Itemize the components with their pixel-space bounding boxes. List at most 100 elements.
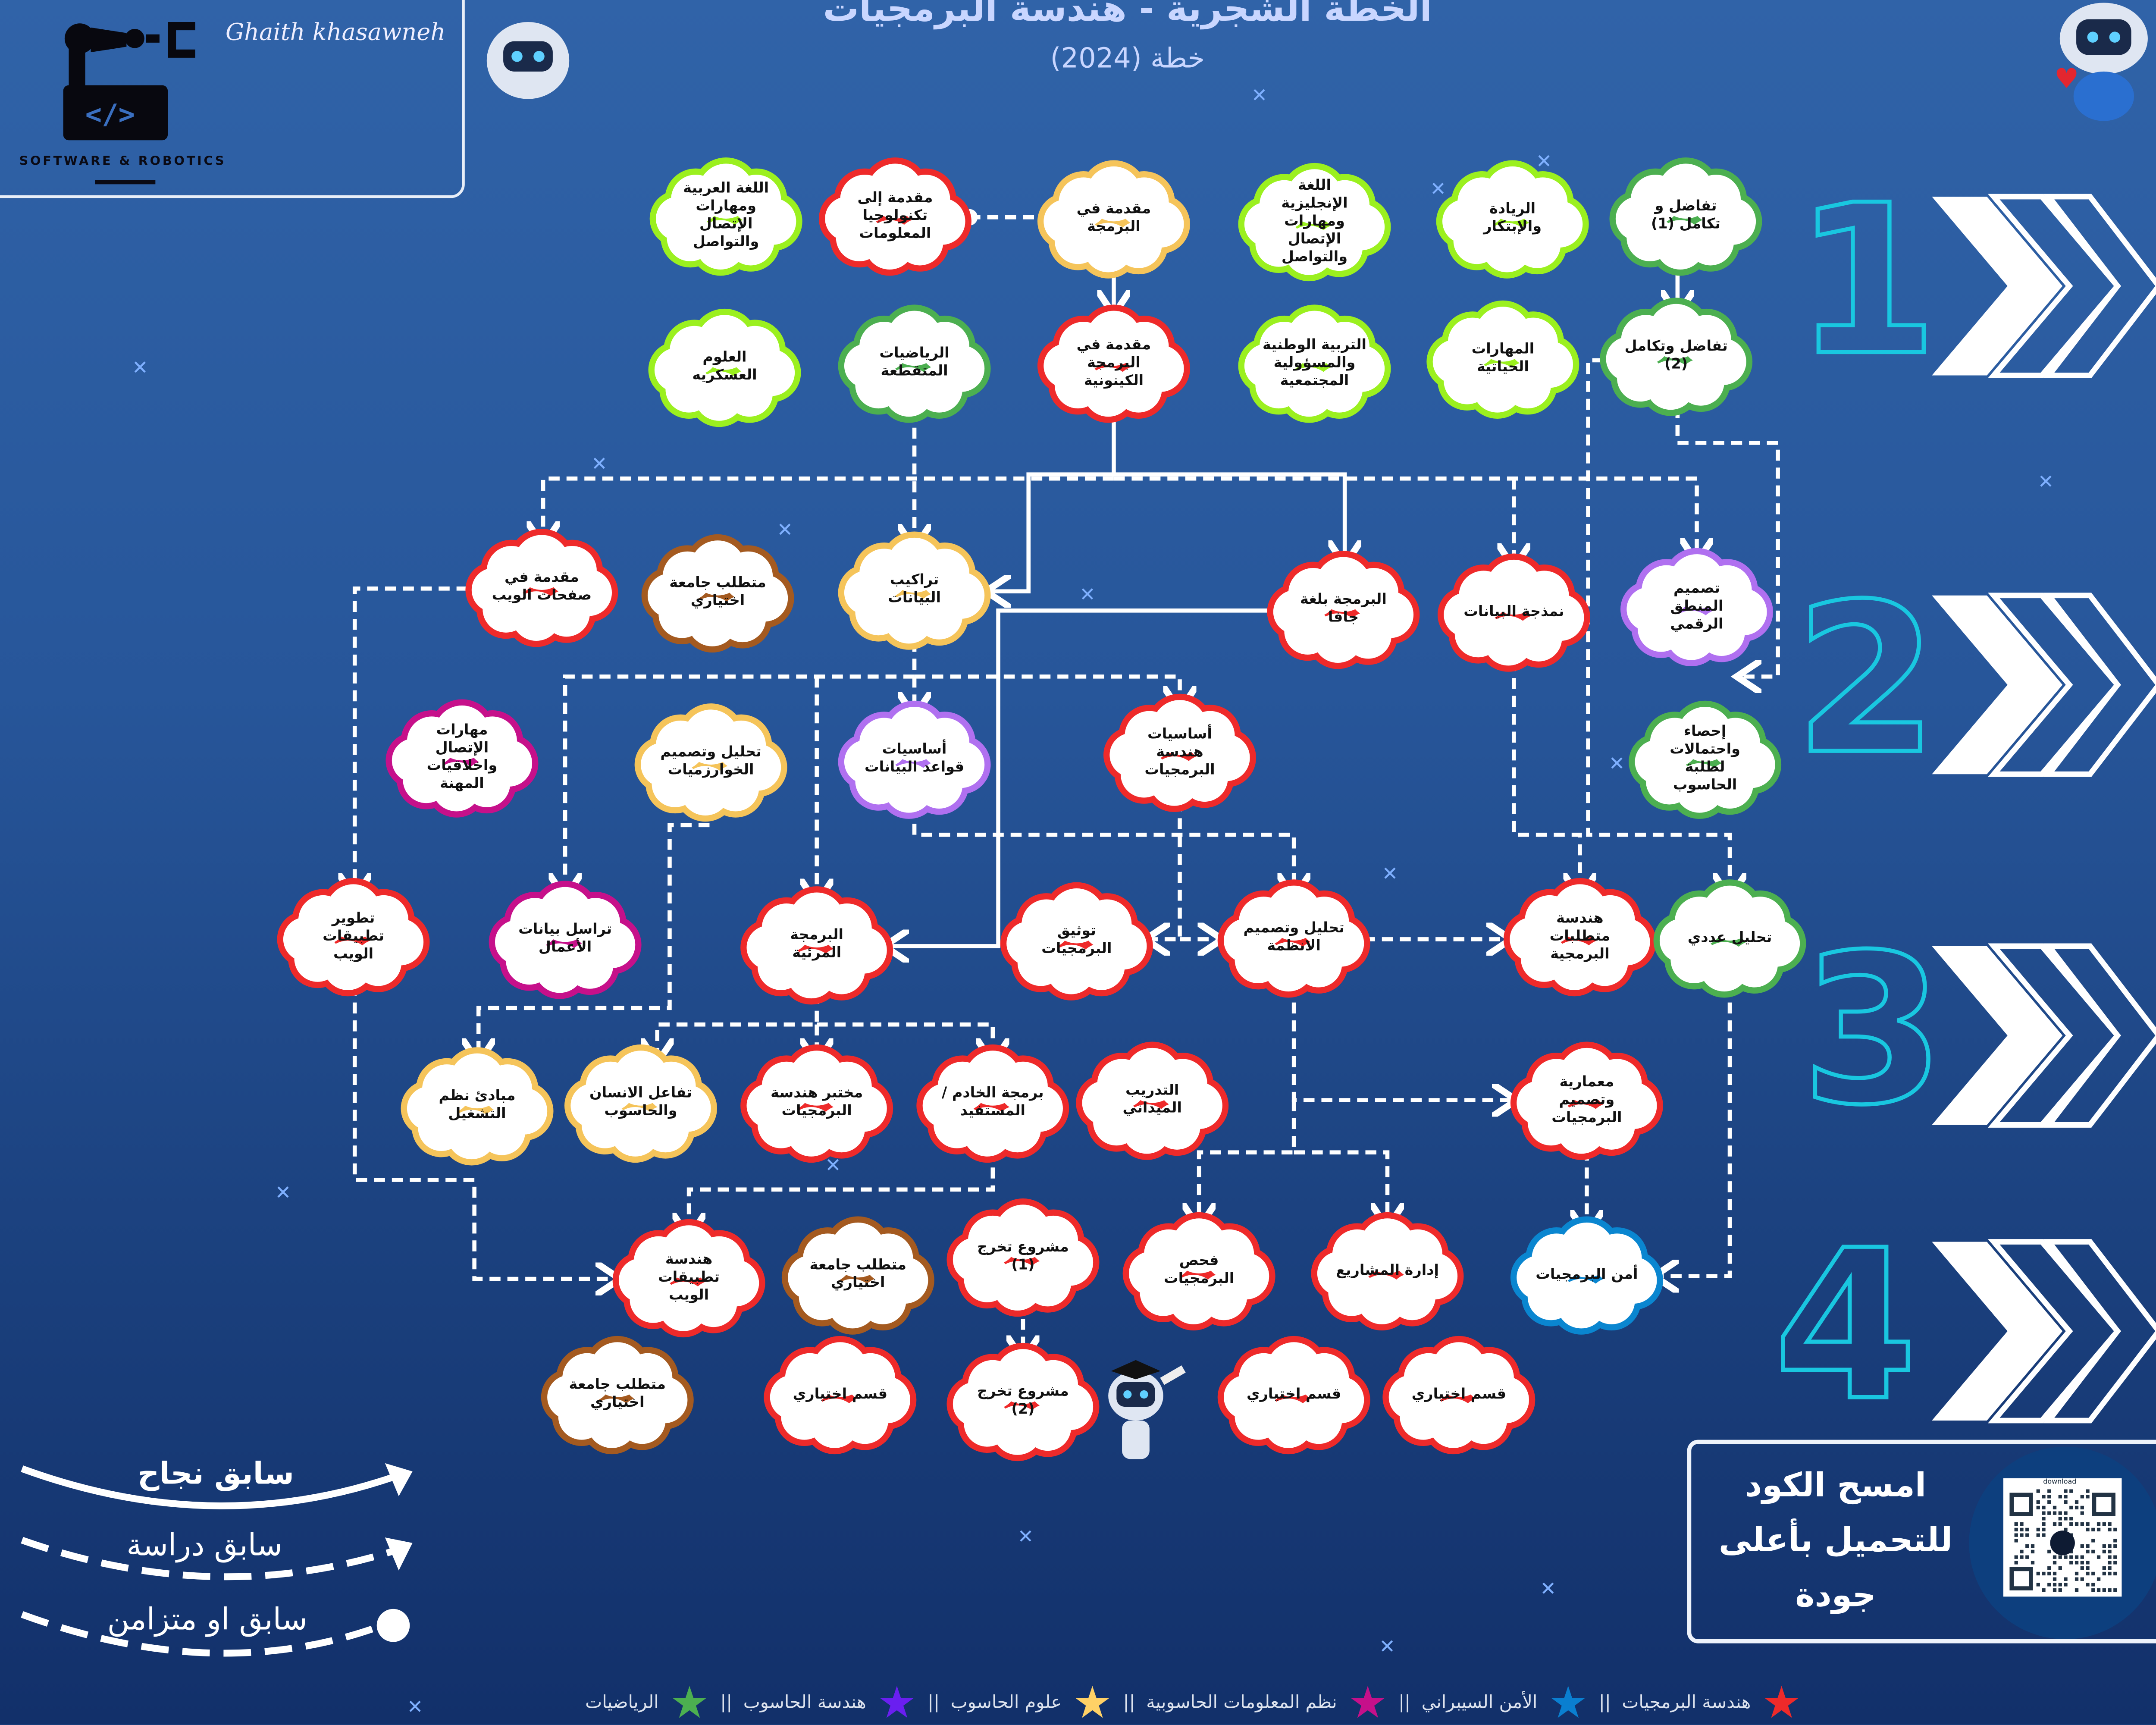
cloud-shape-icon bbox=[634, 703, 787, 822]
course-node[interactable]: الرياضيات المتقطعة bbox=[838, 304, 991, 423]
course-node[interactable]: هندسة تطبيقات الويب bbox=[612, 1219, 765, 1338]
course-node[interactable]: البرمجة المرئية bbox=[740, 886, 893, 1005]
department-star-icon: ★ bbox=[1348, 1676, 1388, 1725]
course-node[interactable]: فحص البرمجيات bbox=[1122, 1212, 1275, 1331]
course-node[interactable]: تراكيب البيانات bbox=[838, 531, 991, 650]
course-node[interactable]: مبادئ نظم التشغيل bbox=[401, 1047, 554, 1166]
course-node[interactable]: البرمجة بلغة جافا bbox=[1267, 551, 1420, 669]
course-label: متطلب جامعة اختياري bbox=[569, 1376, 666, 1411]
connector-solid bbox=[888, 608, 1273, 946]
cloud-shape-icon bbox=[401, 1047, 554, 1166]
course-node[interactable]: الريادة والإبتكار bbox=[1436, 160, 1589, 279]
course-node[interactable]: اللغة العربية ومهارات الإتصال والتواصل bbox=[649, 157, 802, 276]
course-node[interactable]: أساسيات قواعد البيانات bbox=[838, 700, 991, 819]
connector-dashed bbox=[479, 809, 713, 1059]
course-label: البرمجة بلغة جافا bbox=[1300, 591, 1387, 626]
svg-text:</>: </> bbox=[85, 99, 135, 131]
course-node[interactable]: العلوم العسكريه bbox=[648, 308, 801, 427]
course-node[interactable]: مشروع تخرج (1) bbox=[946, 1198, 1100, 1317]
course-node[interactable]: إحصاء واحتمالات لطلبة الحاسوب bbox=[1629, 700, 1782, 819]
course-node[interactable]: قسم اختياري bbox=[764, 1336, 917, 1455]
course-node[interactable]: مقدمة في البرمجة bbox=[1037, 160, 1190, 279]
course-node[interactable]: متطلب جامعة اختياري bbox=[541, 1336, 694, 1455]
course-label: قسم اختياري bbox=[1411, 1385, 1507, 1402]
separator: || bbox=[1123, 1692, 1135, 1713]
course-label: التربية الوطنية والمسؤولية المجتمعية bbox=[1262, 336, 1366, 389]
course-node[interactable]: هندسة متطلبات البرمجية bbox=[1503, 878, 1656, 997]
course-label: مشروع تخرج (2) bbox=[977, 1383, 1069, 1418]
course-node[interactable]: مهارات الإتصال واخلاقيات المهنة bbox=[385, 699, 539, 818]
course-label: متطلب جامعة اختياري bbox=[669, 574, 766, 609]
course-label: برمجة الخادم / المستفيد bbox=[941, 1085, 1044, 1120]
sparkle-icon: ✕ bbox=[1079, 584, 1096, 607]
svg-text:♥: ♥ bbox=[2054, 63, 2079, 95]
course-node[interactable]: تفاضل وتكامل (2) bbox=[1600, 298, 1753, 416]
course-node[interactable]: متطلب جامعة اختياري bbox=[781, 1216, 934, 1335]
course-label: معمارية وتصميم البرمجيات bbox=[1551, 1073, 1622, 1126]
robot-mascot-icon bbox=[486, 22, 570, 99]
separator: || bbox=[720, 1692, 733, 1713]
course-label: تفاعل الانسان والحاسوب bbox=[589, 1085, 692, 1120]
course-node[interactable]: مقدمة إلى تكنولوجيا المعلومات bbox=[818, 157, 971, 276]
cloud-shape-icon bbox=[649, 157, 802, 276]
course-node[interactable]: مشروع تخرج (2) bbox=[946, 1342, 1100, 1462]
course-node[interactable]: توثيق البرمجيات bbox=[1000, 882, 1153, 1000]
cloud-shape-icon bbox=[564, 1044, 717, 1163]
course-node[interactable]: نمذجة البيانات bbox=[1437, 553, 1590, 672]
course-node[interactable]: معمارية وتصميم البرمجيات bbox=[1510, 1041, 1663, 1160]
robot-heart-mascot-icon: ♥ bbox=[2054, 3, 2148, 121]
course-label: إحصاء واحتمالات لطلبة الحاسوب bbox=[1670, 723, 1740, 794]
course-node[interactable]: التربية الوطنية والمسؤولية المجتمعية bbox=[1238, 304, 1391, 423]
course-node[interactable]: أمن البرمجيات bbox=[1510, 1216, 1663, 1335]
course-node[interactable]: مقدمة في صفحات الويب bbox=[465, 529, 618, 647]
cloud-shape-icon bbox=[1076, 1041, 1229, 1160]
course-label: فحص البرمجيات bbox=[1163, 1252, 1235, 1287]
course-node[interactable]: مقدمة في البرمجة الكينونية bbox=[1037, 304, 1190, 423]
department-label: هندسة الحاسوب bbox=[743, 1692, 866, 1713]
cloud-shape-icon bbox=[1426, 300, 1579, 419]
course-node[interactable]: تحليل عددي bbox=[1653, 879, 1806, 998]
course-node[interactable]: تصميم المنطق الرقمي bbox=[1620, 548, 1773, 666]
page-subtitle: خطة (2024) bbox=[1050, 41, 1205, 75]
connector-dashed bbox=[543, 476, 1114, 542]
course-label: هندسة تطبيقات الويب bbox=[658, 1251, 720, 1303]
cloud-shape-icon bbox=[1600, 298, 1753, 416]
qr-code[interactable] bbox=[2003, 1478, 2122, 1597]
course-node[interactable]: برمجة الخادم / المستفيد bbox=[916, 1044, 1069, 1163]
brand-panel: </> Ghaith khasawneh SOFTWARE & ROBOTICS bbox=[0, 0, 465, 198]
connector-dashed bbox=[1150, 800, 1182, 939]
course-label: قسم اختياري bbox=[1246, 1385, 1341, 1402]
sparkle-icon: ✕ bbox=[591, 454, 608, 476]
course-node[interactable]: اللغة الإنجليزية ومهارات الإتصال والتواص… bbox=[1238, 163, 1391, 282]
connector-dashed bbox=[1512, 660, 1580, 894]
cloud-shape-icon bbox=[1037, 160, 1190, 279]
course-node[interactable]: تحليل وتصميم الانظمة bbox=[1217, 879, 1370, 998]
course-node[interactable]: تطوير تطبيقات الويب bbox=[277, 878, 430, 997]
course-node[interactable]: متطلب جامعة اختياري bbox=[641, 534, 794, 653]
cloud-shape-icon bbox=[838, 304, 991, 423]
course-node[interactable]: تحليل وتصميم الخوارزميات bbox=[634, 703, 787, 822]
course-label: مشروع تخرج (1) bbox=[977, 1239, 1069, 1273]
course-node[interactable]: مختبر هندسة البرمجيات bbox=[740, 1044, 893, 1163]
cloud-shape-icon bbox=[489, 881, 642, 999]
cloud-shape-icon bbox=[1311, 1212, 1464, 1331]
sparkle-icon: ✕ bbox=[132, 358, 148, 380]
course-label: مهارات الإتصال واخلاقيات المهنة bbox=[426, 722, 498, 792]
connector-dashed bbox=[1199, 1100, 1296, 1224]
cloud-shape-icon bbox=[946, 1198, 1100, 1317]
sparkle-icon: ✕ bbox=[1536, 151, 1552, 173]
course-node[interactable]: إدارة المشاريع bbox=[1311, 1212, 1464, 1331]
year-number: 1 bbox=[1792, 162, 1940, 402]
course-node[interactable]: تفاعل الانسان والحاسوب bbox=[564, 1044, 717, 1163]
course-node[interactable]: تراسل بيانات الأعمال bbox=[489, 881, 642, 999]
qr-pattern-icon bbox=[2009, 1489, 2117, 1592]
course-node[interactable]: قسم اختياري bbox=[1217, 1336, 1370, 1455]
course-node[interactable]: تفاضل و تكامل (1) bbox=[1609, 157, 1762, 276]
course-node[interactable]: أساسيات هندسة البرمجيات bbox=[1103, 693, 1256, 812]
course-node[interactable]: التدريب الميداني bbox=[1076, 1041, 1229, 1160]
course-label: تفاضل وتكامل (2) bbox=[1624, 338, 1728, 373]
course-node[interactable]: قسم اختياري bbox=[1382, 1336, 1536, 1455]
department-star-icon: ★ bbox=[1761, 1676, 1802, 1725]
course-node[interactable]: المهارات الحياتية bbox=[1426, 300, 1579, 419]
